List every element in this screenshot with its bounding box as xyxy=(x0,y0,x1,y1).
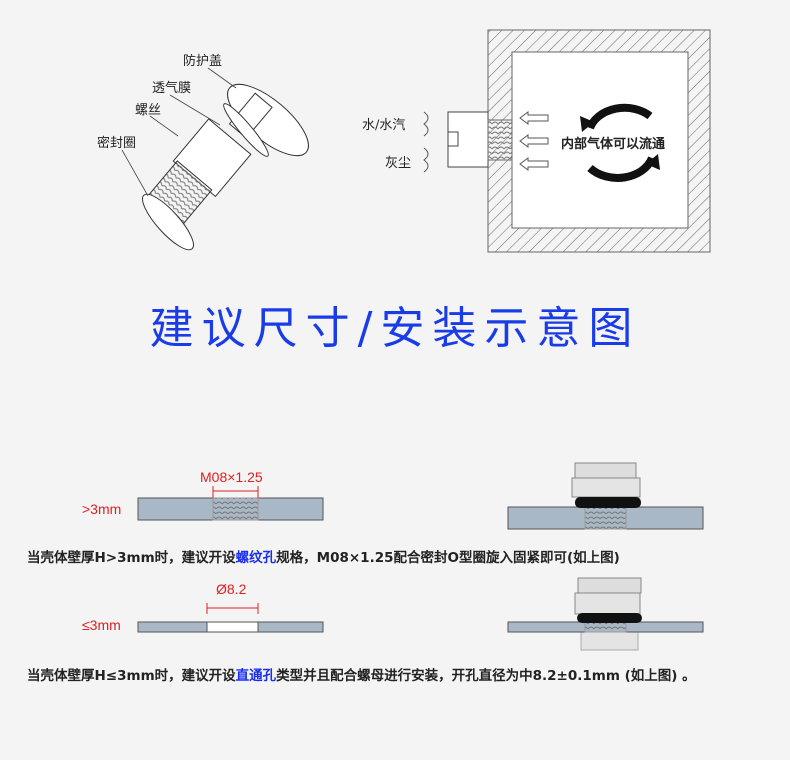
label-seal-ring: 密封圈 xyxy=(97,136,137,151)
thickness-thin: ≤3mm xyxy=(82,617,121,633)
label-screw: 螺丝 xyxy=(135,103,162,118)
vent-thread xyxy=(487,119,513,161)
seal-ring xyxy=(142,193,194,251)
dimension-thread: M08×1.25 xyxy=(200,469,263,485)
label-internal-airflow: 内部气体可以流通 xyxy=(561,133,666,152)
page-title: 建议尺寸/安装示意图 xyxy=(149,303,641,354)
desc-suffix: 类型并且配合螺母进行安装，开孔直径为中8.2±0.1mm (如上图) 。 xyxy=(276,668,696,684)
label-dust: 灰尘 xyxy=(385,156,412,171)
label-protective-cap: 防护盖 xyxy=(183,54,223,69)
dimension-hole: Ø8.2 xyxy=(216,581,247,597)
description-thick-wall: 当壳体壁厚H>3mm时，建议开设螺纹孔规格，M08×1.25配合密封O型圈旋入固… xyxy=(27,546,620,566)
membrane xyxy=(223,103,269,157)
label-water-vapor: 水/水汽 xyxy=(362,118,406,133)
desc-prefix: 当壳体壁厚H≤3mm时，建议开设 xyxy=(27,668,236,684)
wavy-arrows xyxy=(423,111,429,173)
thin-wall-diagram xyxy=(137,577,704,651)
vent-body xyxy=(447,111,489,168)
thick-wall-diagram xyxy=(137,462,704,530)
desc-highlight: 直通孔 xyxy=(235,668,277,684)
label-membrane: 透气膜 xyxy=(152,81,192,96)
thickness-thick: >3mm xyxy=(82,501,122,517)
exploded-vent-plug xyxy=(121,67,309,251)
desc-prefix: 当壳体壁厚H>3mm时，建议开设 xyxy=(27,550,236,566)
desc-highlight: 螺纹孔 xyxy=(235,550,277,566)
desc-suffix: 规格，M08×1.25配合密封O型圈旋入固紧即可(如上图) xyxy=(276,550,620,566)
inflow-arrows xyxy=(519,111,549,171)
description-thin-wall: 当壳体壁厚H≤3mm时，建议开设直通孔类型并且配合螺母进行安装，开孔直径为中8.… xyxy=(27,664,696,684)
